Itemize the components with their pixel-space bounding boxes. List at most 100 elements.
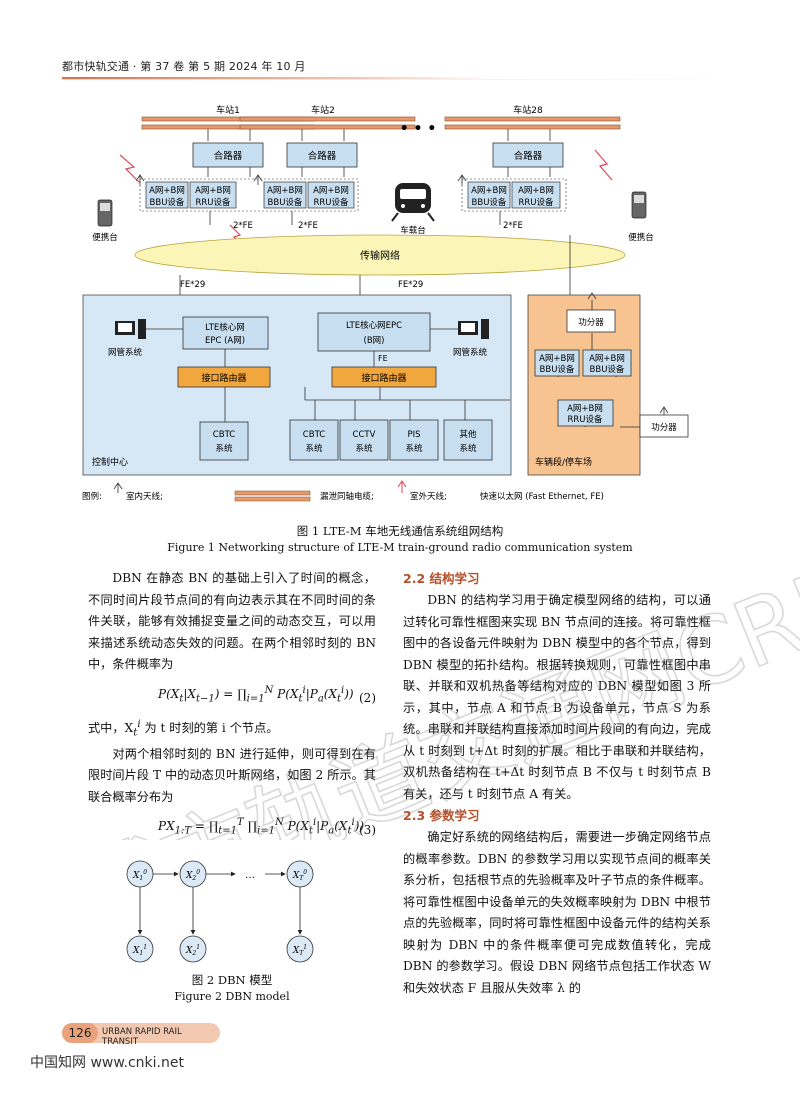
onboard-label: 车载台	[400, 225, 426, 236]
bbu-2-line1: A网+B网	[267, 186, 303, 196]
rru-28-line2: RRU设备	[518, 197, 554, 208]
epc-a-box	[182, 316, 269, 350]
cbtc-a-line1: CBTC	[213, 430, 235, 440]
combiners	[192, 142, 564, 168]
epc-b-line1: LTE核心网EPC	[346, 320, 402, 331]
bbu-1-line2: BBU设备	[150, 197, 185, 208]
depot-bbu1-line2: BBU设备	[540, 364, 575, 375]
fe2-label-1: 2*FE	[233, 221, 253, 231]
router-a-box	[177, 366, 271, 388]
nms-label-left: 网管系统	[108, 347, 143, 358]
legend-leaky-icon	[234, 490, 311, 496]
combiner-label-1: 合路器	[214, 150, 243, 162]
router-b-label: 接口路由器	[361, 372, 406, 384]
fe29-right: FE*29	[398, 280, 423, 290]
fe-epc-b: FE	[378, 354, 388, 363]
page-footer-tab: 126 URBAN RAPID RAIL TRANSIT	[62, 1023, 220, 1047]
router-a-label: 接口路由器	[201, 372, 246, 384]
figure-2-caption-cn: 图 2 DBN 模型	[191, 973, 273, 987]
depot-rru-line2: RRU设备	[567, 414, 603, 425]
transport-network	[134, 234, 626, 276]
cbtc-b-line2: 系统	[305, 443, 323, 454]
equation-3: PX1:T = ∏t=1T ∏i=1N P(Xti|Pa(Xti)) (3)	[88, 808, 376, 846]
left-column: DBN 在静态 BN 的基础上引入了时间的概念，不同时间片段节点间的有向边表示其…	[88, 568, 376, 846]
depot-bbu2-line1: A网+B网	[589, 354, 625, 364]
footer-journal-name: URBAN RAPID RAIL TRANSIT	[102, 1027, 182, 1047]
cnki-source-mark: 中国知网 www.cnki.net	[30, 1055, 184, 1071]
equation-3-number: (3)	[359, 823, 376, 837]
right-para-1: DBN 的结构学习用于确定模型网络的结构，可以通过转化可靠性框图来实现 BN 节…	[403, 593, 711, 801]
legend: 图例: 室内天线; 漏泄同轴电缆; 室外天线; 快速以太网 (Fast Ethe…	[82, 480, 604, 502]
subsystem-boxes	[199, 419, 493, 461]
header-rule	[62, 77, 492, 79]
equation-2-number: (2)	[359, 690, 376, 705]
rru-1-line1: A网+B网	[195, 186, 231, 196]
handheld-icon-right	[631, 191, 647, 219]
legend-leaky: 漏泄同轴电缆;	[320, 491, 374, 502]
train-icon	[391, 183, 435, 222]
station-28-label: 车站28	[513, 104, 543, 116]
combiner-label-28: 合路器	[514, 150, 543, 162]
ellipsis: • • •	[400, 121, 437, 137]
cbtc-a-line2: 系统	[215, 443, 233, 454]
nms-icon-right	[458, 319, 489, 339]
pis-line2: 系统	[405, 443, 423, 454]
control-centre-label: 控制中心	[92, 456, 128, 468]
left-para-1: DBN 在静态 BN 的基础上引入了时间的概念，不同时间片段节点间的有向边表示其…	[88, 571, 376, 671]
handheld-label-left: 便携台	[92, 232, 118, 243]
left-para-2a: 式中，X	[88, 720, 134, 735]
section-2-3-heading: 2.3 参数学习	[403, 808, 480, 823]
right-column: 2.2 结构学习 DBN 的结构学习用于确定模型网络的结构，可以通过转化可靠性框…	[403, 568, 711, 999]
running-header: 都市快轨交通 · 第 37 卷 第 5 期 2024 年 10 月	[62, 60, 306, 73]
rru-2-line1: A网+B网	[313, 186, 349, 196]
depot-bbu1-line1: A网+B网	[539, 354, 575, 364]
splitter-box-top	[566, 309, 616, 333]
bbu-28-line1: A网+B网	[471, 186, 507, 196]
fe2-label-28: 2*FE	[503, 221, 523, 231]
legend-fe: 快速以太网 (Fast Ethernet, FE)	[480, 491, 604, 502]
cbtc-b-line1: CBTC	[303, 430, 325, 440]
epc-b-box	[317, 312, 431, 352]
epc-a-line1: LTE核心网	[205, 322, 245, 333]
handheld-icon-left	[97, 199, 113, 227]
header-rule-thin	[62, 79, 742, 80]
fig2-dots: …	[245, 870, 255, 881]
splitter-label-top: 功分器	[578, 317, 604, 328]
page-number: 126	[62, 1023, 98, 1043]
station-equipment	[139, 178, 567, 212]
depot-bbu2-line2: BBU设备	[590, 364, 625, 375]
epc-a-line2: EPC (A网)	[205, 336, 245, 346]
combiner-label-2: 合路器	[308, 150, 337, 162]
equation-2: P(Xt|Xt−1) = ∏i=1N P(Xti|Pa(Xti)) (2)	[88, 676, 376, 714]
bbu-1-line1: A网+B网	[149, 186, 185, 196]
station-1-label: 车站1	[216, 104, 240, 116]
epc-b-line2: (B网)	[364, 336, 385, 346]
fe2-label-2: 2*FE	[298, 221, 318, 231]
fe29-left: FE*29	[180, 280, 205, 290]
right-para-2: 确定好系统的网络结构后，需要进一步确定网络节点的概率参数。DBN 的参数学习用以…	[403, 830, 711, 995]
station-2-label: 车站2	[311, 104, 335, 116]
section-2-2-heading: 2.2 结构学习	[403, 571, 480, 586]
figure-2-dbn-model: … X10 X20 XT0 X11 X21 XT1	[126, 860, 314, 963]
cctv-line2: 系统	[355, 443, 373, 454]
figure-1-caption-en: Figure 1 Networking structure of LTE-M t…	[167, 541, 633, 554]
leaky-cables	[141, 116, 621, 130]
depot-rru-line1: A网+B网	[567, 404, 603, 414]
splitter-box-bottom	[639, 414, 689, 438]
handheld-label-right: 便携台	[628, 232, 654, 243]
left-para-3: 对两个相邻时刻的 BN 进行延伸，则可得到在有限时间片段 T 中的动态贝叶斯网络…	[88, 746, 376, 804]
other-line2: 系统	[459, 443, 477, 454]
legend-indoor: 室内天线;	[126, 491, 163, 502]
other-line1: 其他	[459, 429, 477, 440]
rru-2-line2: RRU设备	[313, 197, 349, 208]
left-para-2b: 为 t 时刻的第 i 个节点。	[144, 720, 279, 735]
bbu-2-line2: BBU设备	[268, 197, 303, 208]
rru-28-line1: A网+B网	[518, 186, 554, 196]
splitter-label-bottom: 功分器	[651, 422, 677, 433]
legend-outdoor-icon	[397, 480, 407, 493]
rru-1-line2: RRU设备	[195, 197, 231, 208]
nms-icon-left	[115, 319, 146, 339]
router-b-box	[331, 366, 437, 388]
legend-outdoor: 室外天线;	[410, 491, 447, 502]
nms-label-right: 网管系统	[453, 347, 488, 358]
